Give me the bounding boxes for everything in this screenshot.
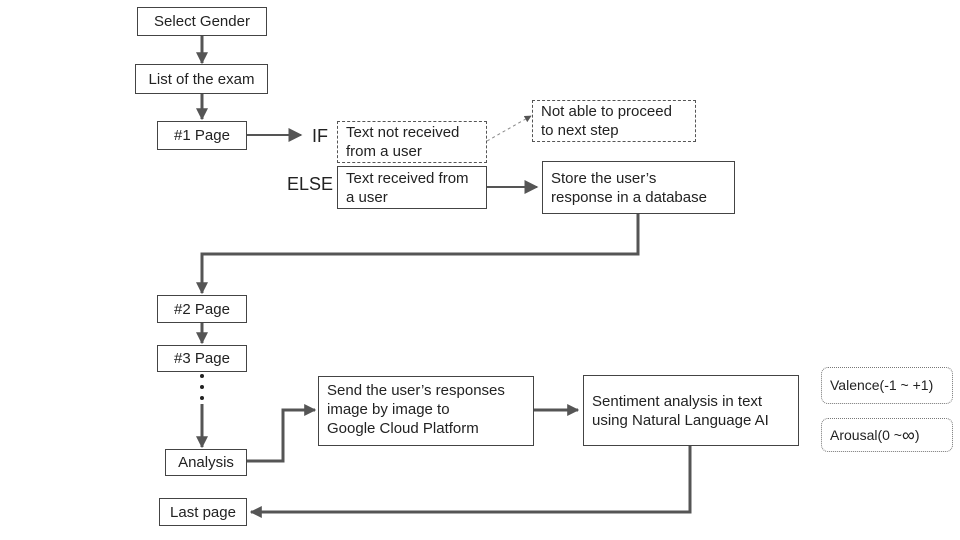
page1-node: #1 Page bbox=[157, 121, 247, 150]
else-label: ELSE bbox=[287, 174, 334, 194]
ellipsis-dot-2 bbox=[200, 385, 204, 389]
arrow-store-to-page2 bbox=[196, 213, 640, 295]
store-response-node: Store the user’s response in a database bbox=[542, 161, 735, 214]
sentiment-analysis-node: Sentiment analysis in text using Natural… bbox=[583, 375, 799, 446]
select-gender-node: Select Gender bbox=[137, 7, 267, 36]
ellipsis-dot-1 bbox=[200, 374, 204, 378]
arrow-sentiment-to-last bbox=[249, 446, 692, 518]
analysis-node: Analysis bbox=[165, 449, 247, 476]
not-able-node: Not able to proceed to next step bbox=[532, 100, 696, 142]
arousal-suffix: ) bbox=[914, 426, 920, 443]
page2-node: #2 Page bbox=[157, 295, 247, 323]
text-not-received-node: Text not received from a user bbox=[337, 121, 487, 163]
send-responses-node: Send the user’s responses image by image… bbox=[318, 376, 534, 446]
arousal-node: Arousal(0 ~ ∞ ) bbox=[821, 418, 953, 452]
if-label: IF bbox=[312, 126, 328, 146]
valence-node: Valence(-1 ~ +1) bbox=[821, 367, 953, 404]
infinity-symbol: ∞ bbox=[901, 424, 915, 445]
arrow-analysis-to-send bbox=[247, 404, 317, 463]
text-received-node: Text received from a user bbox=[337, 166, 487, 209]
ellipsis-dot-3 bbox=[200, 396, 204, 400]
page3-node: #3 Page bbox=[157, 345, 247, 372]
exam-list-node: List of the exam bbox=[135, 64, 268, 94]
last-page-node: Last page bbox=[159, 498, 247, 526]
dashed-link-to-not-able bbox=[486, 115, 532, 142]
arousal-prefix: Arousal(0 ~ bbox=[830, 426, 902, 443]
